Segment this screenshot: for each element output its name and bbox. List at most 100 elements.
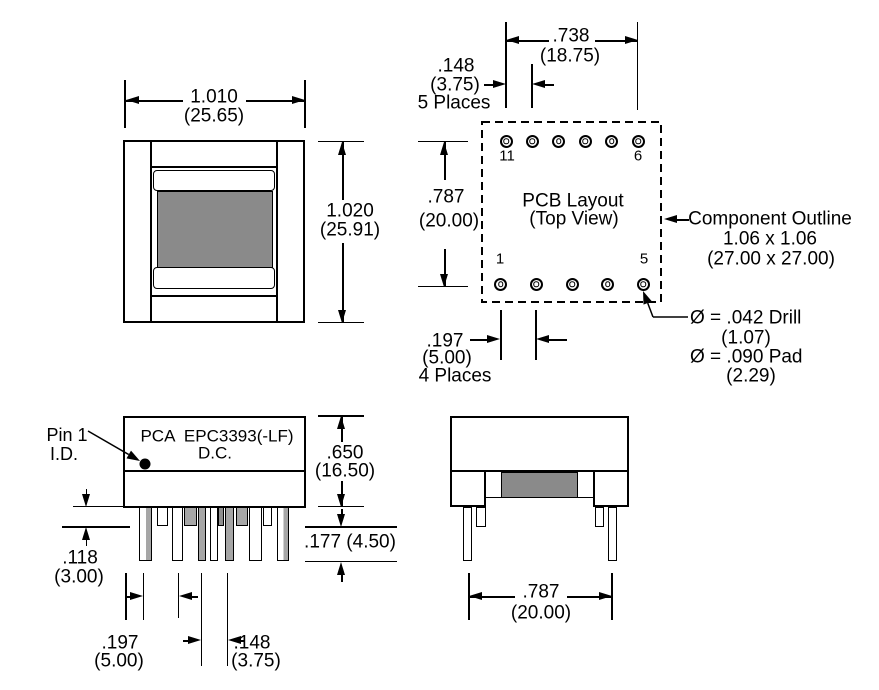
- arrowhead: [664, 215, 677, 224]
- ext-line: [124, 80, 126, 128]
- ext-line: [468, 573, 470, 620]
- ext-line: [318, 415, 364, 417]
- pcb-title-line1: PCB Layout: [522, 190, 624, 212]
- arrowhead: [506, 36, 519, 45]
- pcb-pad: [601, 277, 615, 291]
- dim-line: [484, 84, 494, 86]
- front-pin-short: [184, 507, 197, 526]
- pcb-pad: [578, 134, 592, 148]
- dim-core-height-in: 1.020: [326, 200, 374, 222]
- arrowhead: [492, 80, 506, 89]
- pad-label-6: 6: [633, 147, 643, 165]
- arrowhead: [130, 592, 143, 601]
- dim-core-height-mm: (25.91): [319, 219, 381, 241]
- pcb-pad-hole: [640, 281, 647, 287]
- pcb-pad: [631, 134, 645, 148]
- dim-top-pitch-in: .148: [437, 55, 475, 77]
- pcb-pad: [636, 277, 650, 291]
- core-right-wall-line: [276, 141, 278, 322]
- dim-row-span-mm: (18.75): [539, 45, 601, 67]
- pcb-pad: [565, 277, 579, 291]
- arrowhead: [531, 80, 545, 89]
- front-pin-long: [210, 507, 218, 561]
- ext-line: [200, 573, 202, 666]
- dim-line: [125, 596, 132, 598]
- dim-core-width-mm: (25.65): [183, 105, 245, 127]
- dim-line: [246, 100, 304, 102]
- dim-pin-length: .177 (4.50): [304, 531, 396, 553]
- dim-line: [341, 575, 343, 582]
- side-view-body: [450, 416, 629, 472]
- dim-bottom-pitch-note: 4 Places: [418, 365, 492, 387]
- side-pin-short-left: [476, 507, 486, 527]
- ext-line: [500, 310, 502, 360]
- ext-line: [505, 22, 507, 108]
- arrowhead: [81, 494, 90, 507]
- dim-line: [85, 489, 87, 495]
- ext-line: [73, 505, 130, 507]
- dim-top-pitch-note: 5 Places: [417, 92, 491, 114]
- pcb-pad-hole: [533, 281, 540, 287]
- side-view-winding: [501, 472, 578, 498]
- arrowhead: [338, 142, 347, 155]
- dim-row-gap-mm: (20.00): [418, 210, 480, 232]
- step-line: [578, 496, 593, 498]
- dim-line: [444, 249, 446, 287]
- dim-line: [469, 596, 515, 598]
- arrowhead: [624, 36, 638, 45]
- side-pin-long-right: [608, 507, 617, 561]
- front-view-body: [123, 416, 306, 508]
- dc-label: D.C.: [198, 443, 232, 463]
- ext-line: [177, 573, 179, 618]
- dim-back-pitch-in: .148: [233, 632, 271, 654]
- winding-area: [157, 191, 273, 268]
- ext-line: [535, 310, 537, 360]
- dim-bottom-pitch-in: .197: [426, 330, 464, 352]
- dim-line: [567, 596, 612, 598]
- pad-size-mm: (2.29): [726, 365, 776, 387]
- arrowhead: [440, 273, 449, 287]
- arrowhead: [227, 636, 241, 645]
- front-pin-short: [236, 507, 248, 526]
- dim-line: [240, 640, 245, 642]
- dim-line: [183, 640, 189, 642]
- dim-row-span-in: .738: [552, 25, 590, 47]
- dim-row-gap-in: .787: [427, 186, 465, 208]
- side-view-right-block: [593, 470, 629, 507]
- component-outline-label2: 1.06 x 1.06: [722, 228, 818, 250]
- part-number-label: PCA EPC3393(-LF): [140, 426, 294, 446]
- arrowhead: [337, 514, 346, 527]
- dim-line: [191, 596, 198, 598]
- drill-size-label: Ø = .042 Drill: [690, 307, 802, 329]
- dim-line: [544, 84, 554, 86]
- dim-line: [342, 142, 344, 200]
- core-left-wall-line: [150, 141, 152, 322]
- step-line: [486, 496, 501, 498]
- ext-line: [318, 140, 364, 142]
- arrowhead: [81, 527, 90, 540]
- arrowhead: [469, 592, 482, 601]
- arrowhead: [337, 561, 346, 575]
- ext-line: [142, 573, 144, 620]
- pcb-pad: [499, 134, 513, 148]
- pin1-id-label-line1: Pin 1: [46, 425, 88, 445]
- side-pin-short-right: [595, 507, 604, 527]
- arrowhead: [487, 335, 500, 344]
- dim-line: [548, 339, 567, 341]
- pcb-pad-hole: [556, 138, 562, 144]
- arrowhead: [338, 309, 347, 323]
- pcb-pad-hole: [497, 281, 504, 287]
- arrowhead: [126, 96, 139, 105]
- dim-side-span-mm: (20.00): [510, 602, 572, 624]
- arrowhead: [292, 96, 305, 105]
- dim-back-pin-in: .118: [62, 547, 98, 569]
- front-body-divider-line: [124, 469, 305, 472]
- pcb-pad-hole: [635, 138, 641, 144]
- component-outline-dashed-box: [481, 121, 662, 303]
- component-outline-label1: Component Outline: [688, 208, 852, 230]
- pad-label-5: 5: [639, 250, 649, 268]
- drill-pad-leader-line: [643, 291, 688, 318]
- leader-line: [677, 219, 689, 221]
- side-pin-long-left: [463, 507, 472, 561]
- pcb-pad: [605, 134, 619, 148]
